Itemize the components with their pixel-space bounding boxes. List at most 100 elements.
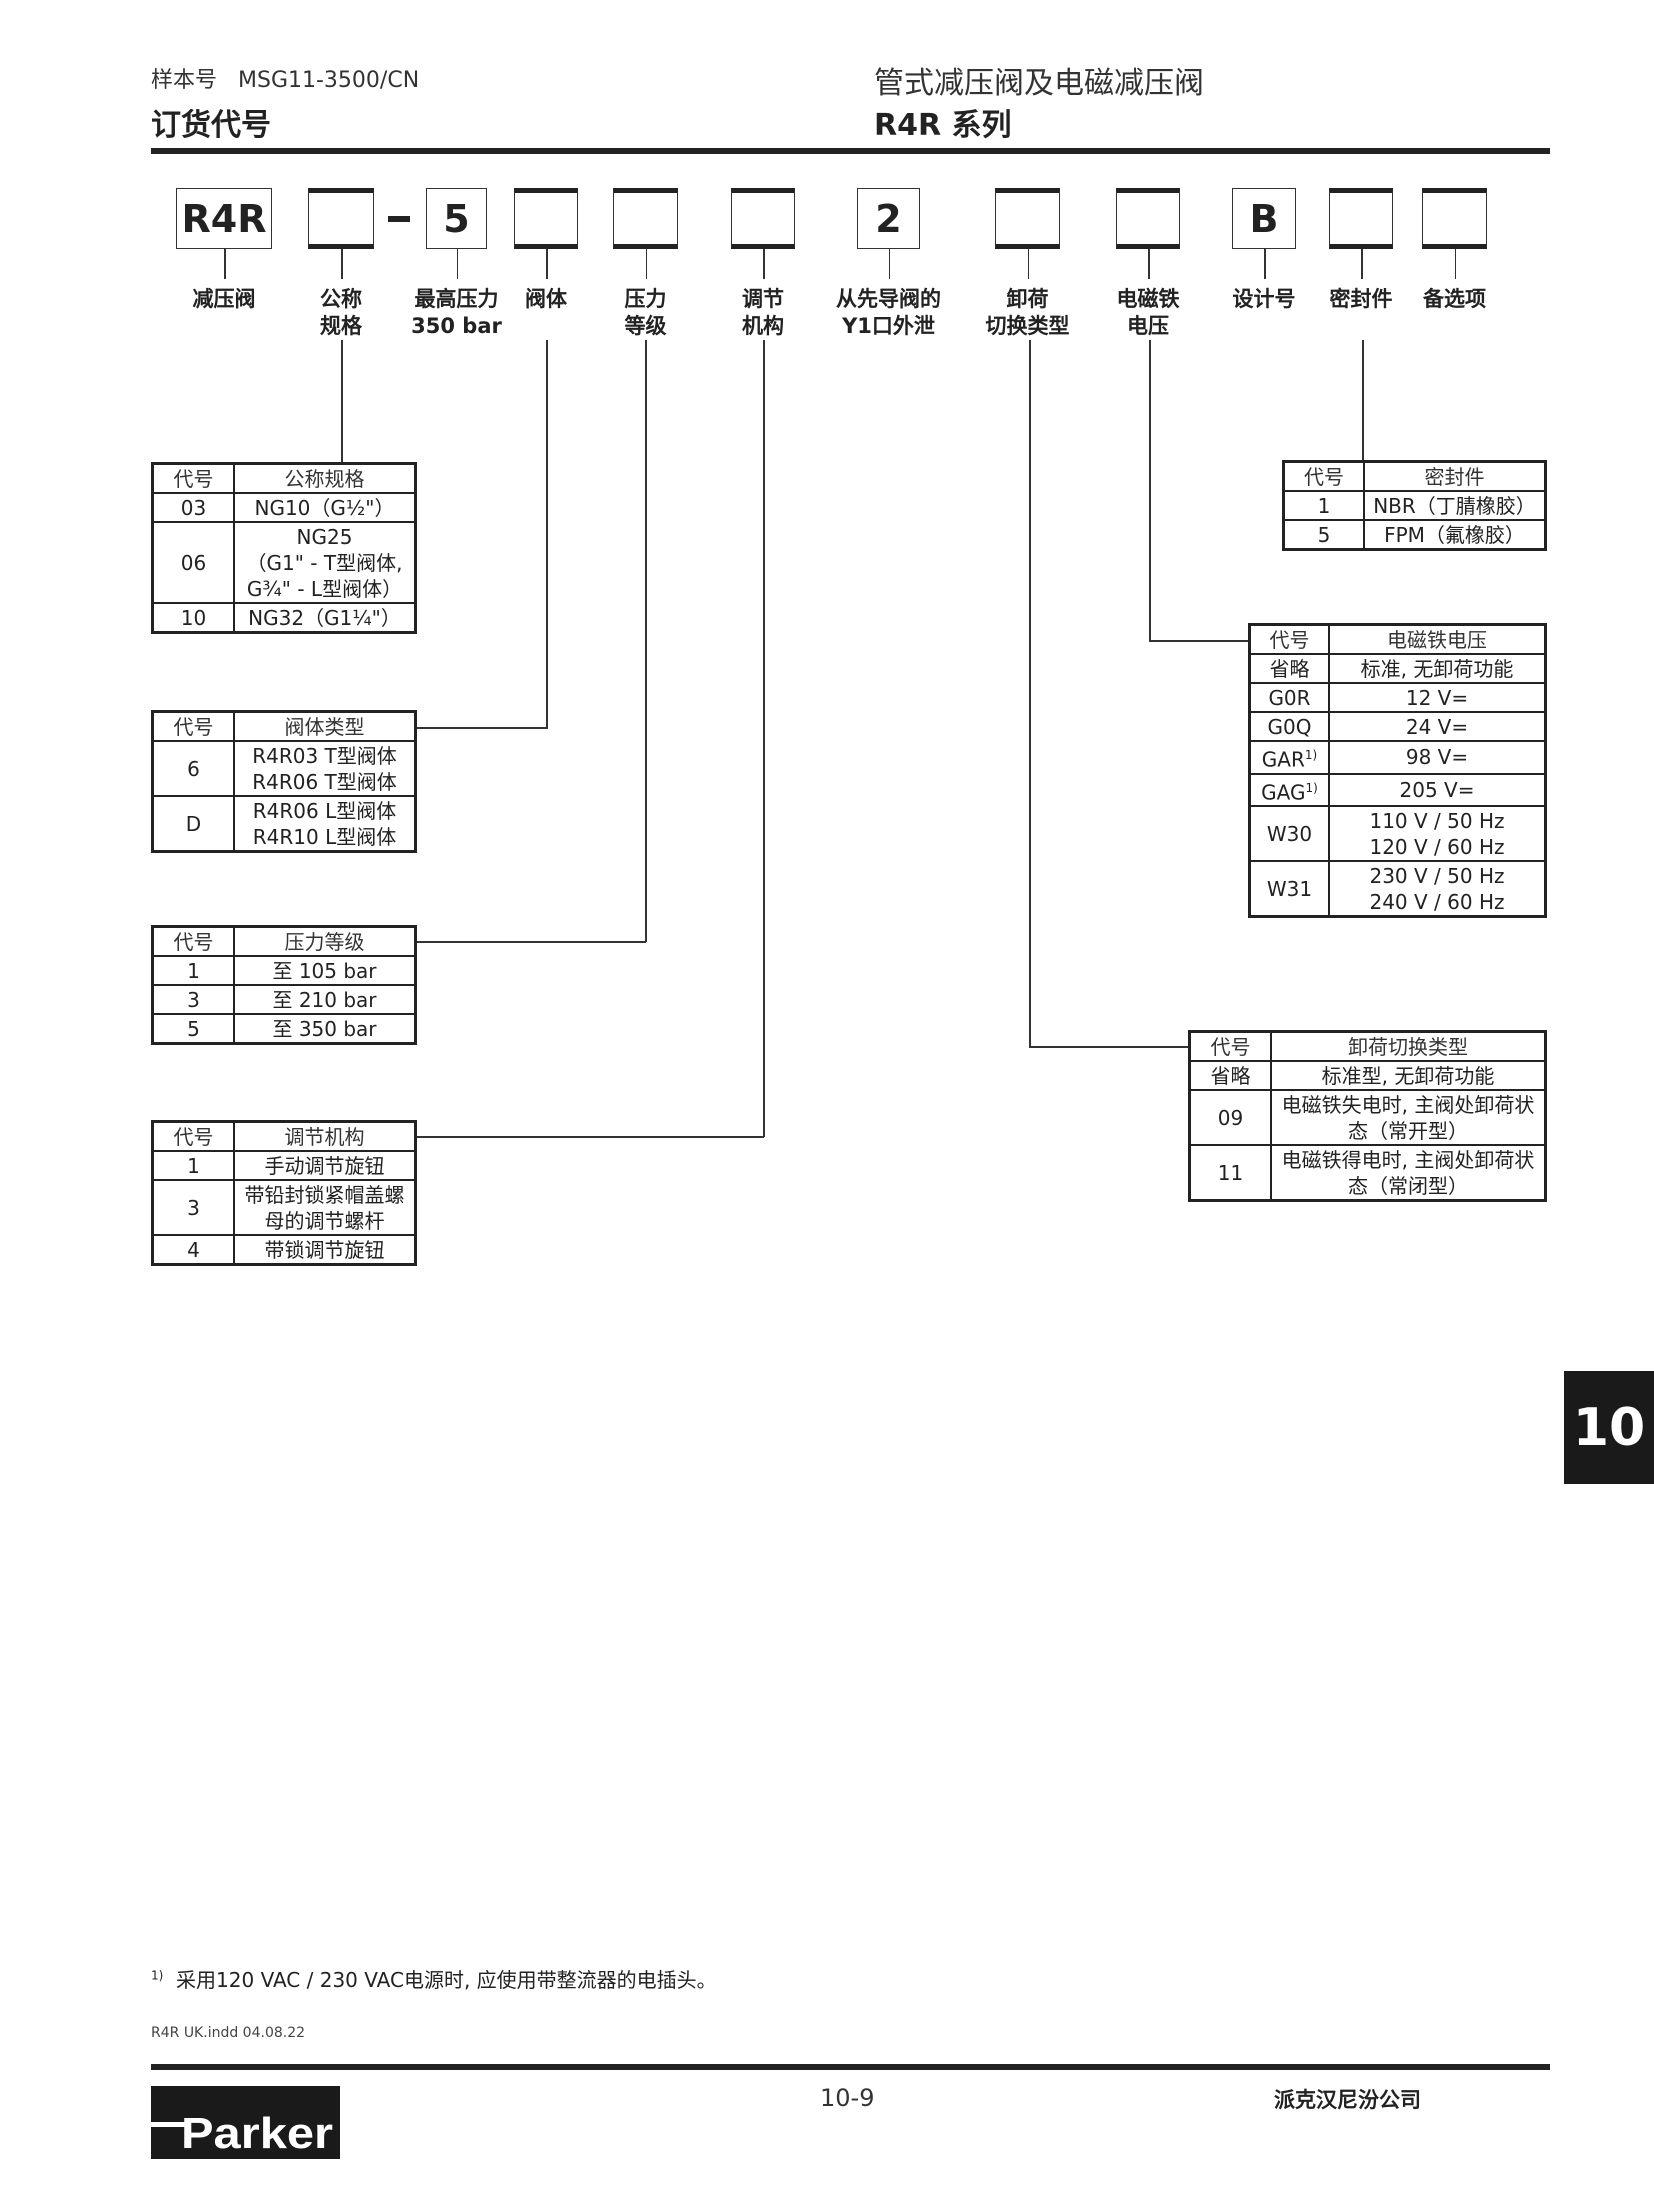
table-header: 代号调节机构 xyxy=(151,1120,417,1152)
code-text: 11 xyxy=(1217,1160,1244,1185)
desc-line: 态（常闭型） xyxy=(1348,1173,1468,1198)
code-label-line: 设计号 xyxy=(1232,287,1296,311)
desc-line: 至 210 bar xyxy=(272,987,377,1012)
desc-line: R4R06 T型阀体 xyxy=(252,769,397,794)
connector-pressure-h xyxy=(417,941,646,943)
header-cell: 公称规格 xyxy=(233,462,417,494)
desc-line: 态（常开型） xyxy=(1348,1118,1468,1143)
code-label-line: 从先导阀的 xyxy=(836,287,941,311)
code-tick xyxy=(456,249,458,279)
code-label-line: 卸荷 xyxy=(1006,287,1049,311)
code-text: G0R xyxy=(1268,685,1311,710)
table-header: 代号压力等级 xyxy=(151,925,417,957)
code-cell: 6 xyxy=(151,740,235,797)
connector-voltage-h xyxy=(1149,640,1248,642)
catalog-no: MSG11-3500/CN xyxy=(238,68,420,93)
code-cell: 省略 xyxy=(1248,653,1330,684)
desc-line: 240 V / 60 Hz xyxy=(1369,889,1505,914)
code-cell: D xyxy=(151,795,235,853)
code-label-line: 最高压力 xyxy=(414,287,499,311)
header-cell: 代号 xyxy=(151,1120,235,1152)
desc-cell: NG10（G½"） xyxy=(233,492,417,523)
code-box-7: 2 xyxy=(857,188,920,249)
header-cell: 代号 xyxy=(1248,623,1330,655)
code-box-6 xyxy=(731,188,795,249)
code-cell: 省略 xyxy=(1188,1060,1272,1091)
code-tick xyxy=(1264,249,1266,279)
code-value: 5 xyxy=(443,196,470,241)
page-number: 10-9 xyxy=(820,2084,875,2112)
code-tick xyxy=(341,249,343,279)
code-label-line: 阀体 xyxy=(525,287,567,311)
code-cell: 5 xyxy=(151,1013,235,1045)
code-text: W31 xyxy=(1266,876,1313,901)
code-label-line: 减压阀 xyxy=(192,287,256,311)
connector-body xyxy=(546,340,548,728)
desc-line: G¾" - L型阀体） xyxy=(246,576,403,601)
desc-cell: 205 V= xyxy=(1328,772,1547,808)
code-text: 省略 xyxy=(1269,656,1310,681)
code-tick xyxy=(1027,249,1029,279)
header-cell: 代号 xyxy=(151,710,235,742)
code-text: GAR xyxy=(1261,747,1305,772)
code-text: 1 xyxy=(187,958,200,983)
desc-cell: 12 V= xyxy=(1328,682,1547,713)
code-label-line: 调节 xyxy=(742,287,784,311)
chapter-tab: 10 xyxy=(1564,1371,1654,1484)
connector-pressure xyxy=(645,340,647,942)
code-box-5 xyxy=(613,188,678,249)
desc-line: 带铅封锁紧帽盖螺 xyxy=(244,1182,405,1207)
code-tick xyxy=(763,249,765,279)
code-label-line: 规格 xyxy=(320,314,362,338)
header-cell: 压力等级 xyxy=(233,925,417,957)
code-cell: 03 xyxy=(151,492,235,523)
code-tick xyxy=(645,249,647,279)
code-dash xyxy=(388,216,410,222)
desc-line: R4R10 L型阀体 xyxy=(252,824,397,849)
desc-line: 24 V= xyxy=(1405,714,1469,739)
code-label-line: 密封件 xyxy=(1329,287,1393,311)
header-cell: 代号 xyxy=(1282,460,1365,492)
code-label-line: 公称 xyxy=(320,287,362,311)
code-cell: 1 xyxy=(151,955,235,986)
desc-line: 母的调节螺杆 xyxy=(264,1208,385,1233)
table-header: 代号电磁铁电压 xyxy=(1248,623,1547,655)
table-row: 1 至 105 bar xyxy=(151,955,417,986)
header-cell: 密封件 xyxy=(1363,460,1547,492)
table-row: 省略标准, 无卸荷功能 xyxy=(1248,653,1547,684)
desc-cell: FPM（氟橡胶） xyxy=(1363,519,1547,551)
code-box-8 xyxy=(995,188,1060,249)
table-row: GAR1)98 V= xyxy=(1248,740,1547,775)
code-text: W30 xyxy=(1266,821,1313,846)
code-text: 4 xyxy=(187,1237,200,1262)
desc-line: R4R03 T型阀体 xyxy=(252,743,397,768)
connector-body-h xyxy=(417,727,548,729)
header-cell: 调节机构 xyxy=(233,1120,417,1152)
desc-cell: 手动调节旋钮 xyxy=(233,1150,417,1181)
connector-adjust xyxy=(763,340,765,1137)
desc-line: 205 V= xyxy=(1399,777,1475,802)
code-label-line: 机构 xyxy=(742,314,784,338)
code-cell: 06 xyxy=(151,521,235,604)
code-box-2 xyxy=(308,188,374,249)
desc-line: （G1" - T型阀体, xyxy=(246,550,403,575)
code-tick xyxy=(224,249,226,279)
desc-cell: 至 105 bar xyxy=(233,955,417,986)
company-name: 派克汉尼汾公司 xyxy=(1274,2088,1421,2112)
desc-line: NG32（G1¼"） xyxy=(248,605,401,630)
header-cell: 代号 xyxy=(151,462,235,494)
table-header: 代号公称规格 xyxy=(151,462,417,494)
code-text: GAG xyxy=(1261,780,1306,805)
